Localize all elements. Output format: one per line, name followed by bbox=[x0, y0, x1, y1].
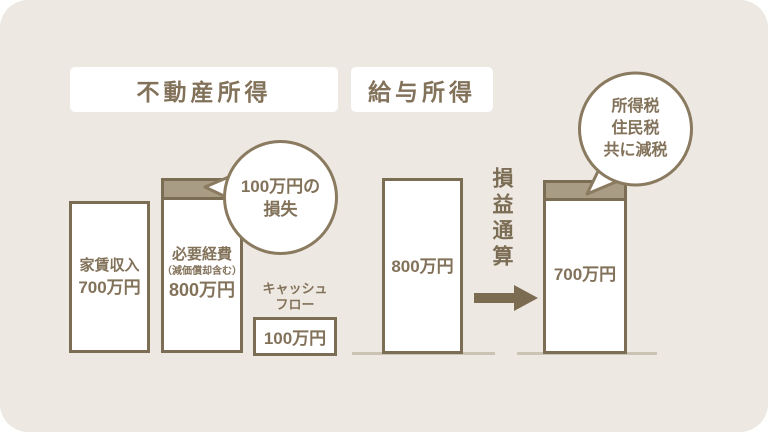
loss-bubble-line1: 100万円の bbox=[240, 176, 321, 196]
expenses-note: （減価償却含む） bbox=[162, 265, 242, 277]
loss-offset-label: 損益通算 bbox=[490, 167, 513, 271]
loss-bubble-shape bbox=[203, 140, 338, 255]
salary-income-header: 給与所得 bbox=[351, 67, 493, 112]
tax-bubble-line2: 住民税 bbox=[611, 120, 660, 137]
rent-income-label: 家賃収入 bbox=[79, 257, 140, 274]
cashflow-value: 100万円 bbox=[263, 329, 327, 348]
after-offset-value: 700万円 bbox=[553, 264, 617, 284]
cashflow-label-line1: キャッシュ bbox=[262, 281, 328, 296]
tax-reduction-bubble-shape bbox=[578, 71, 693, 196]
salary-income-bar: 800万円 bbox=[382, 178, 463, 354]
expenses-bar: 必要経費 （減価償却含む） 800万円 bbox=[161, 178, 243, 353]
expenses-label: 必要経費 bbox=[171, 245, 232, 263]
loss-bubble: 100万円の 損失 bbox=[195, 136, 345, 258]
real-estate-income-header: 不動産所得 bbox=[70, 67, 338, 112]
real-estate-income-header-label: 不動産所得 bbox=[136, 78, 272, 105]
cashflow-box: 100万円 bbox=[253, 317, 337, 356]
tax-reduction-bubble: 所得税 住民税 共に減税 bbox=[568, 61, 713, 203]
salary-income-header-label: 給与所得 bbox=[368, 78, 476, 105]
rent-income-value: 700万円 bbox=[78, 278, 141, 297]
arrow-right-icon bbox=[474, 285, 538, 311]
tax-bubble-line3: 共に減税 bbox=[603, 142, 668, 159]
tax-bubble-line1: 所得税 bbox=[611, 98, 660, 115]
cashflow-label-line2: フロー bbox=[275, 297, 315, 312]
after-offset-bar: 700万円 bbox=[543, 180, 627, 354]
expenses-value: 800万円 bbox=[168, 279, 236, 300]
cashflow-label: キャッシュ フロー bbox=[249, 281, 341, 313]
salary-income-value: 800万円 bbox=[391, 256, 454, 276]
loss-bubble-line2: 損失 bbox=[263, 199, 298, 219]
rent-income-bar: 家賃収入 700万円 bbox=[69, 201, 150, 353]
